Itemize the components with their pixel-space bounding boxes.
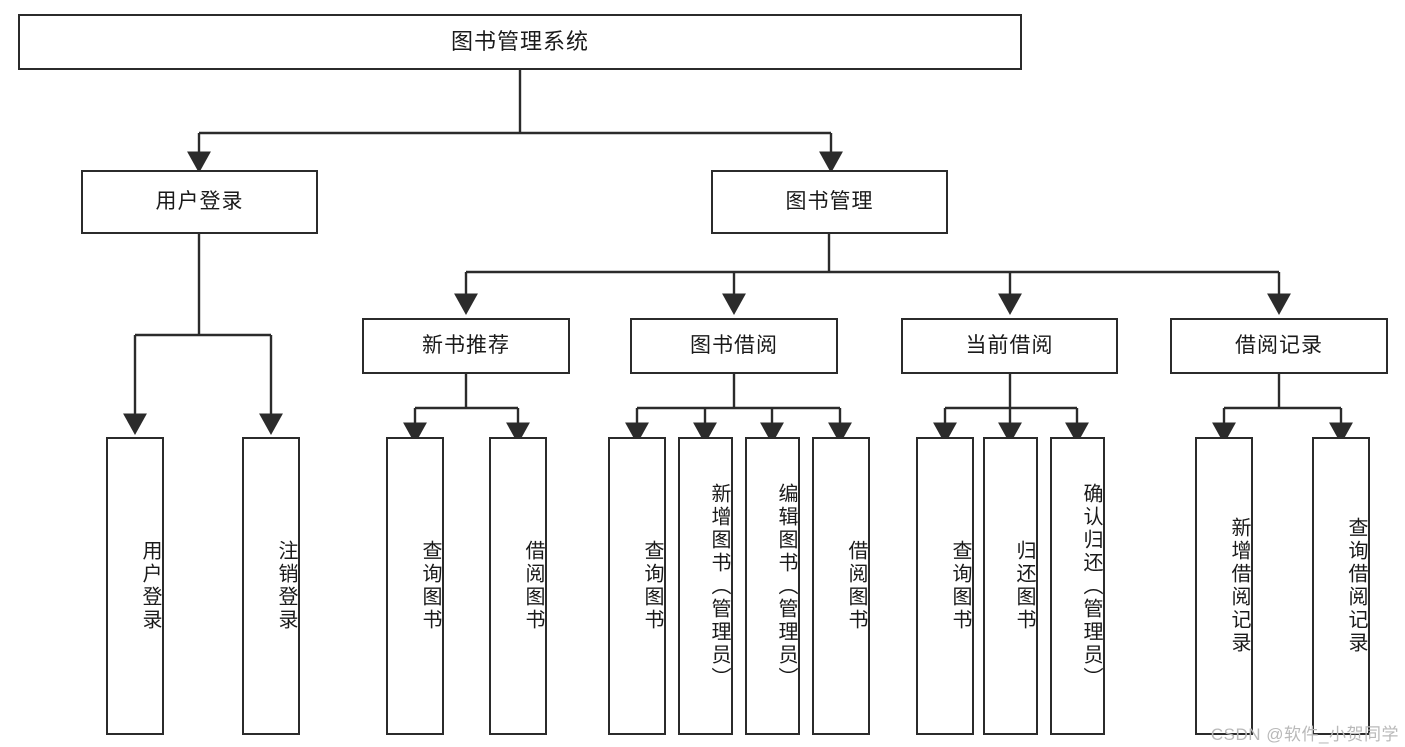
node-label: 查询图书 bbox=[641, 540, 663, 632]
leaf-search-book-current[interactable]: 查询图书 bbox=[916, 437, 974, 735]
node-label: 查询图书 bbox=[419, 540, 441, 632]
node-label: 用户登录 bbox=[139, 540, 161, 632]
node-label: 图书借阅 bbox=[690, 334, 778, 358]
leaf-search-borrow-record[interactable]: 查询借阅记录 bbox=[1312, 437, 1370, 735]
node-label: 借阅记录 bbox=[1235, 334, 1323, 358]
node-book-management[interactable]: 图书管理 bbox=[711, 170, 948, 234]
node-label: 新书推荐 bbox=[422, 334, 510, 358]
leaf-confirm-return-admin[interactable]: 确认归还（管理员） bbox=[1050, 437, 1105, 735]
node-current-borrow[interactable]: 当前借阅 bbox=[901, 318, 1118, 374]
node-label: 确认归还（管理员） bbox=[1080, 482, 1102, 690]
leaf-user-logout[interactable]: 注销登录 bbox=[242, 437, 300, 735]
node-label: 编辑图书（管理员） bbox=[775, 482, 797, 690]
node-label: 查询图书 bbox=[949, 540, 971, 632]
node-label: 借阅图书 bbox=[522, 540, 544, 632]
leaf-return-book[interactable]: 归还图书 bbox=[983, 437, 1038, 735]
node-label: 查询借阅记录 bbox=[1345, 517, 1367, 655]
node-borrow-records[interactable]: 借阅记录 bbox=[1170, 318, 1388, 374]
node-user-login[interactable]: 用户登录 bbox=[81, 170, 318, 234]
leaf-search-book[interactable]: 查询图书 bbox=[608, 437, 666, 735]
leaf-search-book-recommend[interactable]: 查询图书 bbox=[386, 437, 444, 735]
node-label: 注销登录 bbox=[275, 540, 297, 632]
leaf-user-login[interactable]: 用户登录 bbox=[106, 437, 164, 735]
node-new-book-recommend[interactable]: 新书推荐 bbox=[362, 318, 570, 374]
node-label: 新增借阅记录 bbox=[1228, 517, 1250, 655]
node-label: 归还图书 bbox=[1013, 540, 1035, 632]
node-label: 借阅图书 bbox=[845, 540, 867, 632]
node-label: 用户登录 bbox=[155, 190, 244, 214]
node-label: 图书管理 bbox=[785, 190, 874, 214]
node-label: 图书管理系统 bbox=[450, 28, 589, 54]
node-root-library-system[interactable]: 图书管理系统 bbox=[18, 14, 1022, 70]
node-label: 新增图书（管理员） bbox=[708, 482, 730, 690]
leaf-borrow-book[interactable]: 借阅图书 bbox=[812, 437, 870, 735]
leaf-borrow-book-recommend[interactable]: 借阅图书 bbox=[489, 437, 547, 735]
leaf-add-borrow-record[interactable]: 新增借阅记录 bbox=[1195, 437, 1253, 735]
leaf-edit-book-admin[interactable]: 编辑图书（管理员） bbox=[745, 437, 800, 735]
leaf-add-book-admin[interactable]: 新增图书（管理员） bbox=[678, 437, 733, 735]
node-book-borrow[interactable]: 图书借阅 bbox=[630, 318, 838, 374]
csdn-watermark: CSDN @软件_小贺同学 bbox=[1210, 725, 1399, 744]
node-label: 当前借阅 bbox=[965, 334, 1054, 358]
